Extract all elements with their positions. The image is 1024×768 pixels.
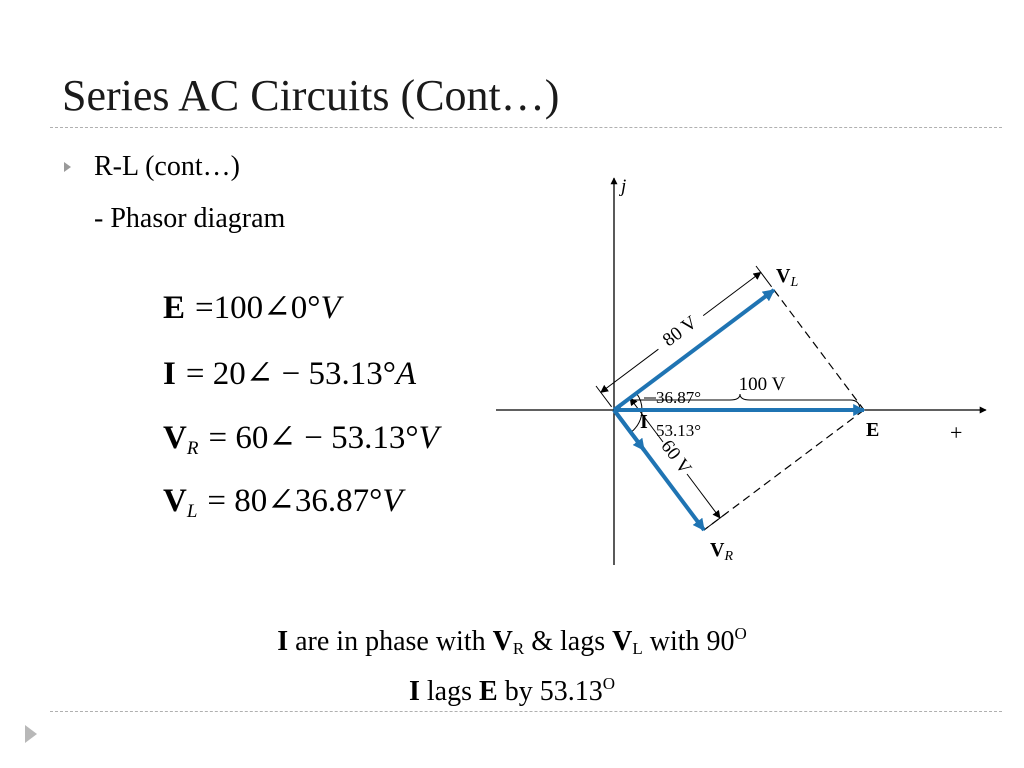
real-axis-label: + — [950, 420, 962, 445]
dimension-arrow — [600, 348, 659, 393]
label-i: I — [640, 411, 648, 433]
caption-phase-relation: I are in phase with VR & lags VL with 90… — [0, 622, 1024, 662]
label-vr: VR — [710, 539, 733, 564]
equation-vl: VL= 80∠36.87°V — [163, 481, 403, 521]
caption-current-symbol: I — [409, 676, 420, 707]
title-divider — [50, 127, 1002, 128]
label-vl: VL — [776, 265, 798, 290]
equation-unit: A — [395, 356, 417, 392]
caption-degree-mark: O — [602, 674, 615, 693]
extension-line — [595, 385, 612, 408]
caption-e-symbol: E — [479, 676, 498, 707]
sub-bullet-text: - Phasor diagram — [94, 203, 286, 234]
label-angle-36-87: 36.87° — [656, 388, 701, 407]
equation-subscript: R — [186, 438, 199, 459]
caption-vl-subscript: L — [632, 639, 643, 658]
label-vl-subscript: L — [789, 275, 798, 290]
dashed-line-vl-e — [773, 289, 865, 411]
bullet-text: R-L (cont…) — [94, 151, 240, 182]
equation-symbol: V — [163, 420, 187, 456]
dimension-arrow — [629, 397, 664, 443]
phasors — [612, 288, 866, 532]
label-e: E — [866, 419, 879, 441]
caption-current-symbol: I — [277, 626, 289, 657]
equation-value: = 20∠ − 53.13° — [185, 356, 396, 392]
play-arrow-icon[interactable] — [25, 725, 37, 743]
phasor-diagram: j + 80 V 60 V 100 V 36.87° — [496, 176, 987, 565]
label-vr-symbol: V — [710, 539, 725, 561]
equation-value: = 60∠ − 53.13° — [208, 420, 419, 456]
imaginary-axis-label: j — [618, 176, 626, 197]
caption-text: are in phase with — [288, 626, 493, 657]
extension-line — [706, 512, 727, 528]
caption-text: with 90 — [642, 626, 735, 657]
label-vr-subscript: R — [723, 549, 733, 564]
equation-i: I= 20∠ − 53.13°A — [163, 354, 416, 394]
equation-value: =100∠0° — [195, 290, 321, 326]
label-80v: 80 V — [659, 312, 702, 351]
equation-e: E=100∠0°V — [163, 288, 341, 328]
label-vl-symbol: V — [776, 265, 791, 287]
angle-annotations: 36.87° 53.13° — [630, 388, 701, 440]
equation-unit: V — [418, 420, 439, 456]
equation-value: = 80∠36.87° — [207, 483, 383, 519]
equation-vr: VR= 60∠ − 53.13°V — [163, 418, 439, 458]
caption-degree-mark: O — [734, 624, 747, 643]
caption-vr-subscript: R — [512, 639, 525, 658]
dashed-line-e-vr — [703, 409, 865, 531]
equation-symbol: E — [163, 290, 186, 326]
equation-unit: V — [382, 483, 403, 519]
caption-text: lags — [419, 676, 480, 707]
dimension-60v: 60 V — [616, 392, 727, 528]
equation-symbol: I — [163, 356, 176, 392]
equation-symbol: V — [163, 483, 187, 519]
page-title: Series AC Circuits (Cont…) — [62, 71, 560, 120]
triangle-right-icon — [64, 162, 71, 172]
caption-vl-symbol: V — [612, 626, 633, 657]
caption-vr-symbol: V — [492, 626, 513, 657]
caption-lag-relation: I lags E by 53.13O — [0, 672, 1024, 712]
label-100v: 100 V — [739, 374, 786, 395]
construction-lines — [703, 289, 865, 531]
axes — [496, 177, 987, 565]
dimension-arrow — [702, 271, 762, 316]
equation-subscript: L — [186, 501, 198, 522]
caption-text: by 53.13 — [497, 676, 603, 707]
extension-line — [755, 265, 772, 288]
label-angle-53-13: 53.13° — [656, 421, 701, 440]
phasor-i — [612, 408, 646, 452]
equation-unit: V — [320, 290, 341, 326]
footer-divider — [50, 711, 1002, 712]
dimension-arrow — [686, 473, 721, 519]
caption-text: & lags — [524, 626, 613, 657]
phasor-vl — [612, 288, 776, 412]
